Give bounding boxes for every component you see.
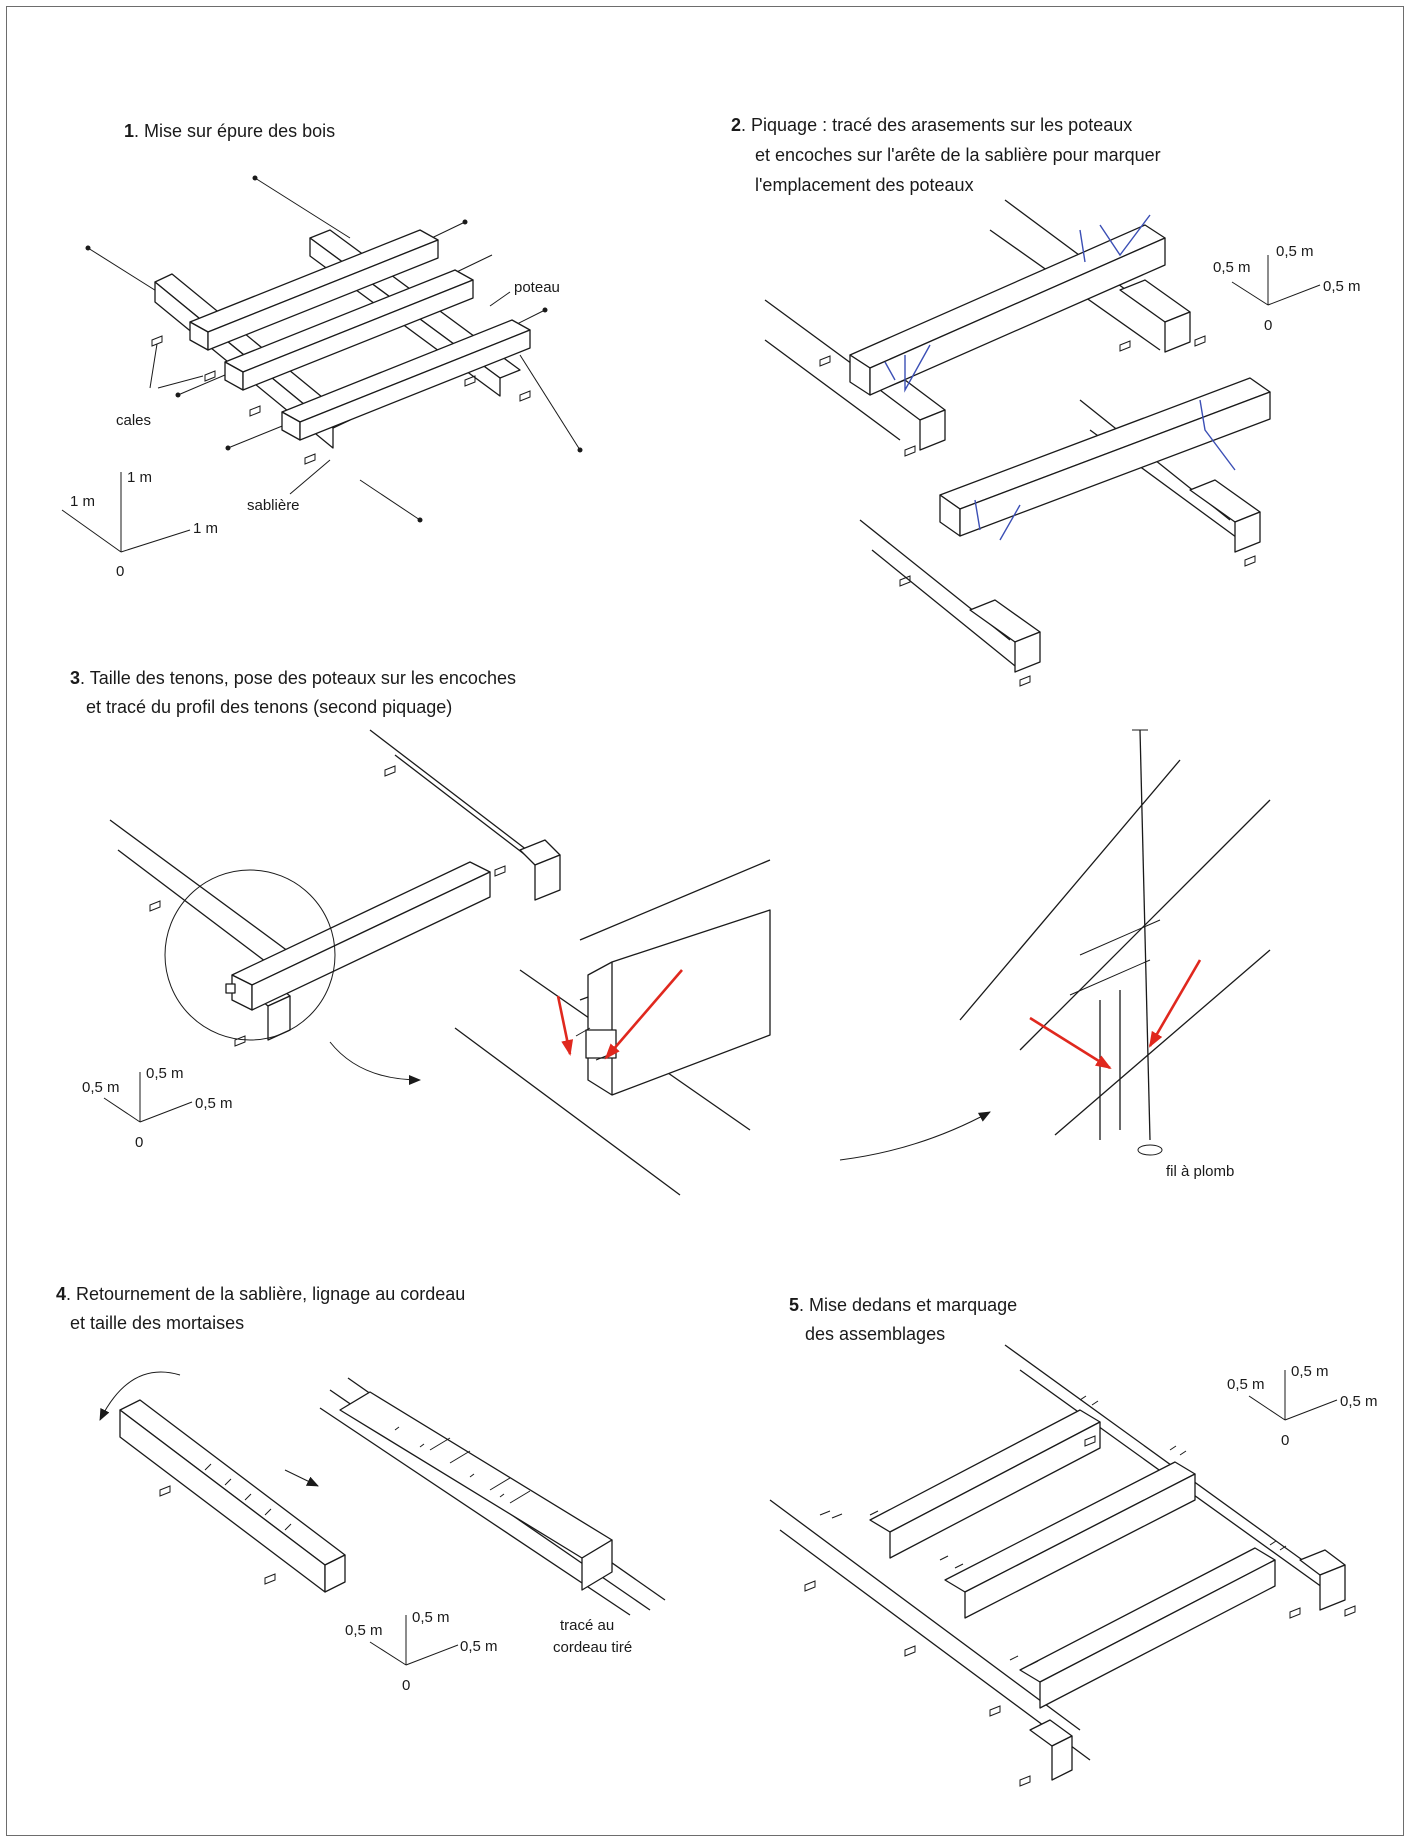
step1-caption: 1. Mise sur épure des bois [124,121,335,141]
poteau-beam [869,1409,1101,1533]
leader-line [149,343,158,389]
poteau-beam-side [959,391,1271,537]
svg-text:3. Taille des tenons, pose des: 3. Taille des tenons, pose des poteaux s… [70,668,516,688]
detail-arrow [329,1041,421,1085]
poteau-beam-side [869,237,1166,396]
step2-drawing: 0,5 m 0,5 m 0,5 m 0 [764,199,1361,687]
step2-line3: l'emplacement des poteaux [755,175,974,195]
leader-line [157,375,204,389]
label-cales: cales [116,412,151,429]
step1-drawing: poteau cales sablière 1 m 1 m 1 m 0 [61,175,583,580]
figure-frame [6,6,1404,1836]
stake-line [359,479,421,521]
axis-label-right: 0,5 m [1323,278,1361,295]
axis-label-left: 0,5 m [1213,259,1251,276]
axis-origin: 0 [402,1677,410,1694]
scale-axes-05m: 0,5 m 0,5 m 0,5 m 0 [82,1065,233,1151]
axis-label-vertical: 0,5 m [1276,243,1314,260]
axis-label-vertical: 0,5 m [412,1609,450,1626]
step3-drawing-c: fil à plomb [959,729,1271,1180]
step4-drawing-b: tracé au cordeau tiré 0,5 m 0,5 m 0,5 m … [319,1377,666,1694]
poteau-beam-side [207,239,439,351]
sabliere-beam [339,1391,613,1559]
axis-label-left: 0,5 m [345,1622,383,1639]
step3-line2: et tracé du profil des tenons (second pi… [86,697,452,717]
poteau-beam-side [242,279,474,391]
axis-origin: 0 [135,1134,143,1151]
step2-line1: . Piquage : tracé des arasements sur les… [741,115,1132,135]
plumb-line [1139,729,1151,1141]
stake-line [519,354,581,451]
leader-line [289,459,331,495]
step3-line1: . Taille des tenons, pose des poteaux su… [80,668,516,688]
axis-label-right: 0,5 m [195,1095,233,1112]
axis-label-vertical: 0,5 m [1291,1363,1329,1380]
step4-caption: 4. Retournement de la sablière, lignage … [56,1284,465,1333]
axis-label-right: 1 m [193,520,218,537]
label-fil-a-plomb: fil à plomb [1166,1163,1234,1180]
axis-label-right: 0,5 m [1340,1393,1378,1410]
scale-axes-05m: 0,5 m 0,5 m 0,5 m 0 [1227,1363,1378,1449]
scale-axes-1m: 1 m 1 m 1 m 0 [61,469,218,580]
svg-text:1. Mise sur épure des bois: 1. Mise sur épure des bois [124,121,335,141]
next-arrow [284,1469,319,1487]
red-arrow [556,995,574,1056]
step4-line2: et taille des mortaises [70,1313,244,1333]
axis-label-left: 1 m [70,493,95,510]
axis-origin: 0 [1281,1432,1289,1449]
poteau-beam [849,224,1166,369]
stake-line [254,177,351,239]
axis-label-vertical: 1 m [127,469,152,486]
step5-line1: . Mise dedans et marquage [799,1295,1017,1315]
rotation-arrow [99,1371,181,1421]
step1-number: 1 [124,121,134,141]
step3-drawing-a: 0,5 m 0,5 m 0,5 m 0 [82,729,561,1151]
step5-number: 5 [789,1295,799,1315]
scale-axes-05m: 0,5 m 0,5 m 0,5 m 0 [345,1609,498,1694]
step4-line1: . Retournement de la sablière, lignage a… [66,1284,465,1304]
axis-label-left: 0,5 m [1227,1376,1265,1393]
svg-text:4. Retournement de la sablière: 4. Retournement de la sablière, lignage … [56,1284,465,1304]
detail-circle [164,869,336,1041]
step2-line2: et encoches sur l'arête de la sablière p… [755,145,1161,165]
step3-drawing-b [454,859,771,1196]
step3-number: 3 [70,668,80,688]
cales-wedges [151,335,531,465]
step5-caption: 5. Mise dedans et marquage des assemblag… [789,1295,1017,1344]
step4-drawing-a [99,1371,346,1593]
red-arrow [1029,1016,1112,1070]
axis-origin: 0 [116,563,124,580]
transition-arrow [839,1111,991,1161]
step1-title: . Mise sur épure des bois [134,121,335,141]
red-arrow [1148,959,1202,1048]
step5-line2: des assemblages [805,1324,945,1344]
svg-text:5. Mise dedans et marquage: 5. Mise dedans et marquage [789,1295,1017,1315]
step3-caption: 3. Taille des tenons, pose des poteaux s… [70,668,516,717]
plumb-bob [1137,1144,1163,1156]
poteau-beam-side [251,871,491,1011]
step2-number: 2 [731,115,741,135]
label-trace-line2: cordeau tiré [553,1639,632,1656]
axis-label-vertical: 0,5 m [146,1065,184,1082]
svg-text:2. Piquage : tracé des araseme: 2. Piquage : tracé des arasements sur le… [731,115,1132,135]
step4-number: 4 [56,1284,66,1304]
leader-line [489,291,511,307]
axis-label-left: 0,5 m [82,1079,120,1096]
tenon [225,983,236,994]
sabliere-block [587,909,771,1096]
step2-caption: 2. Piquage : tracé des arasements sur le… [731,115,1161,195]
step5-drawing: 0,5 m 0,5 m 0,5 m 0 [769,1344,1378,1787]
label-poteau: poteau [514,279,560,296]
stake-line [177,371,233,396]
scale-axes-05m: 0,5 m 0,5 m 0,5 m 0 [1213,243,1361,334]
poteau-beam [231,861,491,986]
label-sabliere: sablière [247,497,300,514]
red-arrow [604,969,683,1060]
axis-origin: 0 [1264,317,1272,334]
axis-label-right: 0,5 m [460,1638,498,1655]
label-trace-line1: tracé au [560,1617,614,1634]
poteau-beam-side [299,329,531,441]
